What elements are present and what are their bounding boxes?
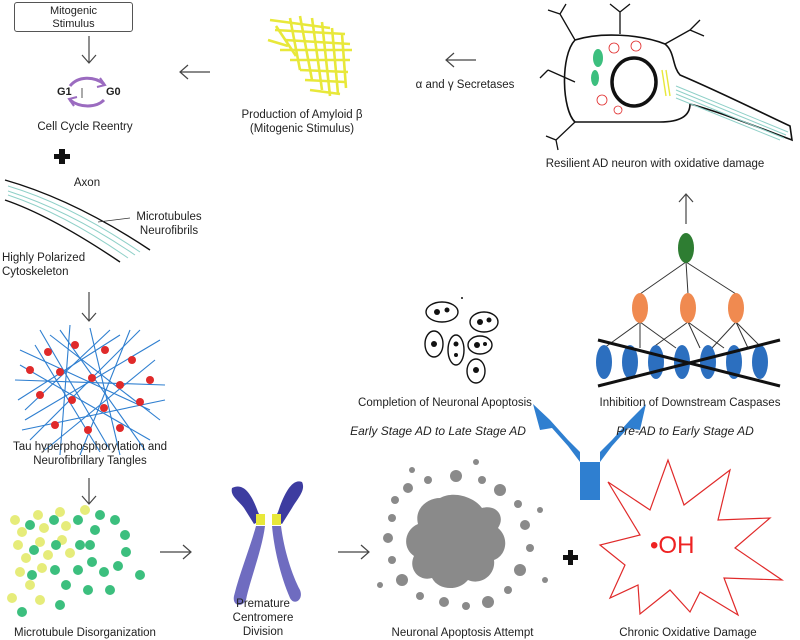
arrow-down-cytoskeleton [81,292,97,322]
microtubule-disorganization-label: Microtubule Disorganization [14,627,156,639]
arrow-down-tau [81,478,97,505]
arrow-right-to-apoptosis [338,544,370,560]
neurofibrils-label: Neurofibrils [139,225,199,237]
arrow-down-mitogenic [81,36,97,64]
highly-polarized-label: Highly Polarized [2,252,86,264]
tau-tangle-illustration [14,324,166,456]
cell-cycle-icon [67,76,107,108]
caspase-cascade-illustration [596,233,781,388]
plus-icon-bottom [563,550,578,565]
division-label: Division [242,626,284,638]
neuronal-apoptosis-attempt-label: Neuronal Apoptosis Attempt [391,627,534,639]
apoptotic-bodies-illustration [424,297,499,384]
tau-label-line2: Neurofibrillary Tangles [33,455,147,467]
inhibition-caspases-label: Inhibition of Downstream Caspases [599,397,781,409]
centromere-label: Centromere [232,612,294,624]
cytoskeleton-label: Cytoskeleton [2,266,69,278]
arrow-up-to-neuron [678,193,694,224]
premature-label: Premature [236,598,290,610]
fork-arrow-icon [533,404,646,500]
early-to-late-label: Early Stage AD to Late Stage AD [350,424,526,438]
arrow-left-to-cell-cycle [179,64,210,80]
oxidative-damage-star [598,458,785,617]
axon-label: Axon [73,177,101,189]
amyloid-beta-illustration [267,15,352,97]
apoptosis-attempt-illustration [377,459,548,610]
secretases-label: α and γ Secretases [415,79,515,91]
completion-apoptosis-label: Completion of Neuronal Apoptosis [358,397,532,409]
axon-illustration [4,179,151,263]
chromosome-illustration [231,481,304,605]
plus-icon-left [54,149,70,164]
arrow-left-to-amyloid [445,52,476,68]
production-amyloid-line2: (Mitogenic Stimulus) [249,123,355,135]
arrow-right-to-centromere [160,544,192,560]
mitogenic-stimulus-box: Mitogenic Stimulus [14,2,133,32]
mitogenic-stimulus-label: Mitogenic Stimulus [49,5,98,30]
tau-label-line1: Tau hyperphosphorylation and [12,441,168,453]
chronic-oxidative-damage-label: Chronic Oxidative Damage [619,627,757,639]
g1-label: G1 [57,86,72,98]
production-amyloid-line1: Production of Amyloid β [241,109,363,121]
resilient-neuron-label: Resilient AD neuron with oxidative damag… [545,158,765,170]
resilient-neuron-illustration [539,3,793,151]
hydroxyl-radical-label: •OH [650,532,695,559]
g0-label: G0 [106,86,121,98]
microtubule-disorganization-illustration [7,505,145,617]
microtubules-label: Microtubules [136,211,202,223]
pre-to-early-label: Pre-AD to Early Stage AD [616,424,754,438]
cell-cycle-reentry-label: Cell Cycle Reentry [37,121,133,133]
